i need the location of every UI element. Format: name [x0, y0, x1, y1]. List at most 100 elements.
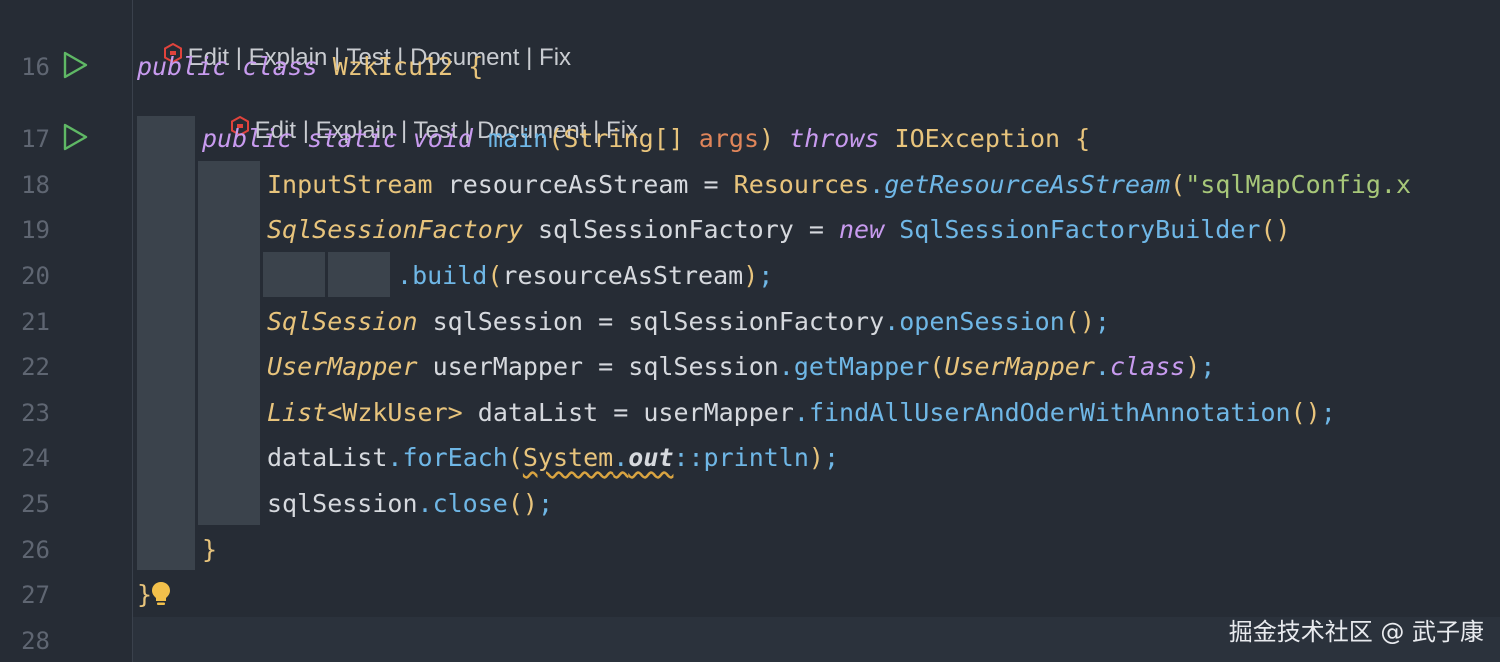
lens-explain-link[interactable]: Explain: [248, 44, 328, 71]
brace: {: [1075, 124, 1091, 153]
keyword: throws: [789, 124, 880, 153]
paren: (: [929, 352, 945, 381]
generic-bracket: <: [327, 398, 343, 427]
type: UserMapper: [267, 352, 418, 381]
variable: sqlSessionFactory: [537, 215, 794, 244]
code-line-24[interactable]: dataList.forEach(System.out::println);: [267, 443, 839, 473]
semicolon: ;: [1320, 398, 1336, 427]
variable: dataList: [477, 398, 599, 427]
line-number: 17: [21, 125, 50, 153]
line-number: 18: [21, 171, 50, 199]
code-line-19[interactable]: SqlSessionFactory sqlSessionFactory = ne…: [267, 215, 1291, 245]
class-ref: UserMapper: [944, 352, 1095, 381]
argument: resourceAsStream: [502, 261, 744, 290]
lens-fix-link[interactable]: Fix: [606, 117, 639, 144]
run-class-icon[interactable]: [60, 50, 90, 80]
object-ref: userMapper: [643, 398, 794, 427]
line-number: 24: [21, 444, 50, 472]
semicolon: ;: [823, 443, 840, 472]
indent-guide: [198, 161, 260, 525]
lens-document-link[interactable]: Document: [410, 44, 520, 71]
semicolon: ;: [1094, 307, 1110, 336]
indent-guide: [328, 252, 390, 297]
lens-separator: |: [327, 44, 347, 71]
current-line-highlight: [0, 617, 1500, 662]
code-line-16[interactable]: public class WzkIcu12 {: [137, 52, 483, 82]
string-literal: "sqlMapConfig.x: [1185, 170, 1412, 199]
parameter: args: [698, 124, 760, 153]
lens-edit-link[interactable]: Edit: [254, 117, 297, 144]
lens-separator: |: [390, 44, 411, 71]
type: WzkUser: [342, 398, 448, 427]
warning-squiggle[interactable]: System.out: [523, 443, 674, 472]
class-ref: System: [522, 443, 614, 472]
line-number-gutter[interactable]: [0, 0, 133, 662]
code-line-17[interactable]: public static void main(String[] args) t…: [202, 124, 1090, 154]
semicolon: ;: [1200, 352, 1216, 381]
method-call: openSession: [899, 307, 1065, 336]
dot: .: [778, 352, 794, 381]
dot: .: [1094, 352, 1110, 381]
object-ref: dataList: [267, 443, 388, 472]
class-name: WzkIcu12: [332, 52, 454, 81]
lens-explain-link[interactable]: Explain: [315, 117, 395, 144]
code-line-23[interactable]: List<WzkUser> dataList = userMapper.find…: [267, 398, 1336, 428]
watermark: 掘金技术社区 @ 武子康: [1228, 618, 1484, 646]
brace: {: [468, 52, 484, 81]
method-call: close: [432, 489, 508, 518]
keyword: public: [202, 124, 293, 153]
paren: (): [1064, 307, 1095, 336]
code-lens-class: Edit | Explain | Test | Document | Fix: [137, 13, 571, 103]
line-number: 23: [21, 399, 50, 427]
lens-document-link[interactable]: Document: [477, 117, 587, 144]
run-main-icon[interactable]: [60, 122, 90, 152]
method-call: findAllUserAndOderWithAnnotation: [808, 398, 1291, 427]
type: SqlSession: [267, 307, 418, 336]
lens-separator: |: [519, 44, 540, 71]
type: String[]: [563, 124, 684, 153]
dot: .: [869, 170, 885, 199]
object-ref: sqlSessionFactory: [628, 307, 885, 336]
method-call: build: [412, 261, 488, 290]
code-line-22[interactable]: UserMapper userMapper = sqlSession.getMa…: [267, 352, 1215, 382]
lens-edit-link[interactable]: Edit: [187, 44, 230, 71]
line-number: 22: [21, 353, 50, 381]
variable: sqlSession: [432, 307, 584, 336]
lens-test-link[interactable]: Test: [346, 44, 391, 71]
constructor-call: SqlSessionFactoryBuilder: [899, 215, 1261, 244]
paren: ): [759, 124, 775, 153]
lens-test-link[interactable]: Test: [413, 117, 458, 144]
code-line-27[interactable]: }: [137, 580, 152, 610]
ai-assistant-icon: [163, 43, 182, 63]
code-line-25[interactable]: sqlSession.close();: [267, 489, 553, 519]
operator: =: [703, 170, 719, 199]
paren: (): [1290, 398, 1321, 427]
lightbulb-icon[interactable]: [150, 580, 172, 608]
dot: .: [397, 261, 413, 290]
semicolon: ;: [537, 489, 554, 518]
static-field: out: [628, 443, 674, 472]
code-line-20[interactable]: .build(resourceAsStream);: [397, 261, 773, 291]
method-ref: println: [703, 443, 809, 472]
lens-separator: |: [586, 117, 607, 144]
keyword: class: [242, 52, 318, 81]
method-call: getResourceAsStream: [884, 170, 1171, 199]
line-number: 20: [21, 262, 50, 290]
paren: (: [1170, 170, 1186, 199]
line-number: 21: [21, 308, 50, 336]
variable: userMapper: [432, 352, 584, 381]
paren: ): [808, 443, 824, 472]
line-number: 19: [21, 216, 50, 244]
lens-fix-link[interactable]: Fix: [539, 44, 572, 71]
lens-separator: |: [457, 117, 478, 144]
lens-separator: |: [296, 117, 316, 144]
type: SqlSessionFactory: [267, 215, 523, 244]
lens-separator: |: [229, 44, 249, 71]
keyword: public: [137, 52, 228, 81]
operator: =: [613, 398, 629, 427]
code-line-26[interactable]: }: [202, 535, 217, 565]
code-line-18[interactable]: InputStream resourceAsStream = Resources…: [267, 170, 1411, 200]
method-call: getMapper: [793, 352, 930, 381]
code-line-21[interactable]: SqlSession sqlSession = sqlSessionFactor…: [267, 307, 1110, 337]
